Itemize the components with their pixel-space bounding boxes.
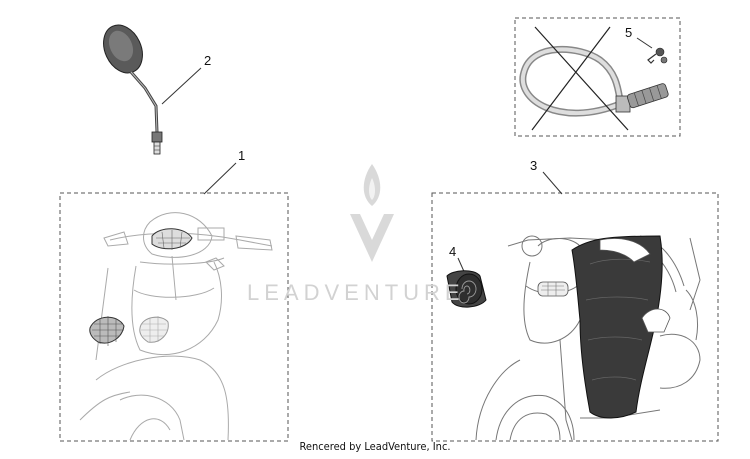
lock-cable-illustration <box>519 26 669 131</box>
callout-label-2: 2 <box>204 53 212 68</box>
callout-label-1: 1 <box>238 148 246 163</box>
callout-label-4: 4 <box>449 244 457 259</box>
scooter-leg-cover-illustration <box>475 235 701 441</box>
indicator-lens-left <box>89 316 125 346</box>
mirror-illustration <box>103 24 163 155</box>
footer-credit: Rencered by LeadVenture, Inc. <box>299 440 451 453</box>
frame-part-1 <box>59 192 289 442</box>
leader-line-5 <box>636 37 653 49</box>
leadventure-flame-logo <box>350 164 394 262</box>
headlight-lens <box>151 228 193 250</box>
leader-line-1 <box>203 162 237 195</box>
leader-line-3 <box>542 171 563 195</box>
roll-illustration <box>446 270 487 308</box>
callout-label-3: 3 <box>530 158 538 173</box>
callout-label-5: 5 <box>625 25 633 40</box>
indicator-lens-right <box>139 316 169 343</box>
watermark-text: LEADVENTURE <box>247 280 465 305</box>
frame-part-5 <box>514 17 681 137</box>
scooter-front-illustration <box>79 212 273 441</box>
frame-part-3 <box>431 192 719 442</box>
leader-line-2 <box>161 67 202 105</box>
